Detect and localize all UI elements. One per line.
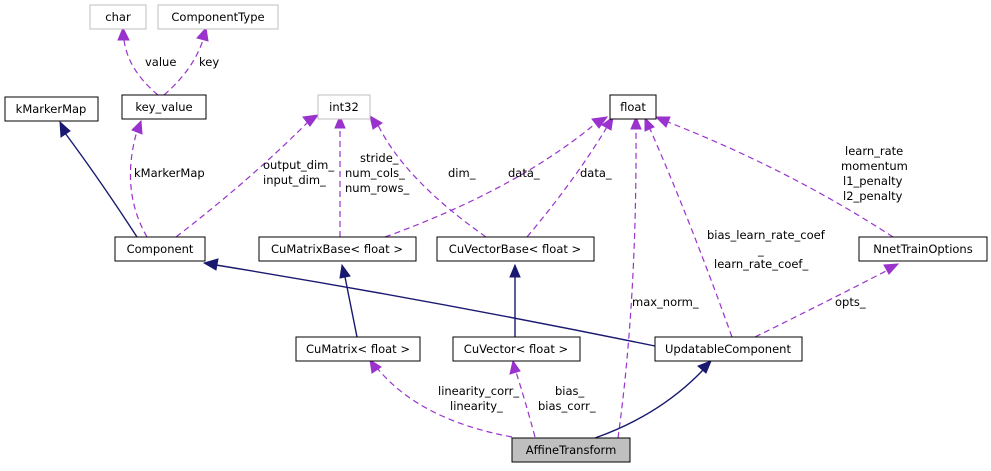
arrowhead-component <box>202 258 219 271</box>
node-component-label: Component <box>127 242 194 256</box>
edge-label-num-rows: num_rows_ <box>345 181 409 195</box>
arrowhead-updatablecomponent <box>697 360 712 374</box>
node-cumatrixbase-label: CuMatrixBase< float > <box>271 242 403 256</box>
arrowhead-float-updatablecomponent <box>644 116 655 132</box>
node-cumatrix[interactable]: CuMatrix< float > <box>295 336 421 362</box>
node-componenttype-label: ComponentType <box>171 10 264 24</box>
edge-label-learn-rate: learn_rate <box>845 144 903 158</box>
edge-cuvector-to-affinetransform <box>515 371 536 438</box>
edge-char-to-key-value <box>123 39 159 96</box>
edge-label-bias: bias_ <box>555 384 585 398</box>
edge-label-data-matrix: data_ <box>508 166 540 180</box>
edge-label-kmarkermap: kMarkerMap <box>134 166 205 180</box>
node-int32[interactable]: int32 <box>317 94 371 120</box>
arrowhead-kmarkermap <box>59 120 71 138</box>
arrowhead-float-nnettrainoptions <box>654 116 671 128</box>
edge-float-to-cuvectorbase <box>526 126 608 238</box>
arrowhead-int32-cuvectorbase <box>369 114 383 130</box>
node-nnettrainoptions[interactable]: NnetTrainOptions <box>858 236 988 262</box>
arrowhead-float-cuvectorbase <box>601 115 614 131</box>
edge-label-bias-corr: bias_corr_ <box>538 399 596 413</box>
node-cumatrixbase[interactable]: CuMatrixBase< float > <box>258 236 417 262</box>
edges <box>59 26 900 439</box>
node-key-value-label: key_value <box>135 100 192 114</box>
node-componenttype[interactable]: ComponentType <box>157 4 279 30</box>
edge-int32-to-component <box>175 121 309 238</box>
edge-kmarkermap-inherit <box>64 132 138 238</box>
edge-float-to-cumatrixbase <box>384 123 596 238</box>
edge-label-l1-penalty: l1_penalty <box>843 174 903 188</box>
edge-labels: value key kMarkerMap output_dim_ input_d… <box>134 55 908 413</box>
edge-label-opts: opts_ <box>835 295 866 309</box>
nodes: char ComponentType kMarkerMap key _value … <box>4 4 988 463</box>
edge-label-l2-penalty: l2_penalty <box>843 189 903 203</box>
edge-componenttype-to-key-value <box>163 39 204 96</box>
edge-nnettrainoptions-to-updatablecomponent <box>754 269 889 338</box>
node-cuvectorbase[interactable]: CuVectorBase< float > <box>436 236 595 262</box>
arrowhead-cuvectorbase <box>509 263 521 278</box>
edge-updatablecomponent-to-affinetransform <box>594 369 704 439</box>
edge-label-max-norm: max_norm_ <box>632 295 699 309</box>
edge-label-linearity: linearity_ <box>450 399 503 413</box>
arrowhead-float-cumatrixbase <box>591 116 609 129</box>
node-cuvector[interactable]: CuVector< float > <box>452 336 581 362</box>
edge-label-stride: stride_ <box>360 151 399 165</box>
arrowhead-key-value <box>131 119 143 135</box>
edge-label-momentum: momentum <box>841 159 908 173</box>
node-float[interactable]: float <box>609 94 657 120</box>
edge-float-to-affinetransform <box>617 128 637 439</box>
edge-label-linearity-corr: linearity_corr_ <box>438 384 519 398</box>
node-kmarkermap[interactable]: kMarkerMap <box>4 96 99 122</box>
edge-component-to-updatablecomponent <box>215 264 656 347</box>
arrowhead-int32-cumatrixbase <box>334 114 346 129</box>
node-affinetransform[interactable]: AffineTransform <box>511 437 631 463</box>
edge-int32-to-cuvectorbase <box>377 124 487 238</box>
edge-label-output-dim: output_dim_ <box>263 158 334 172</box>
node-char-label: char <box>105 10 131 24</box>
edge-key-value-to-component <box>129 130 148 238</box>
node-int32-label: int32 <box>329 100 359 114</box>
node-updatablecomponent-label: UpdatableComponent <box>665 342 791 356</box>
node-affinetransform-label: AffineTransform <box>526 443 617 457</box>
edge-label-data-vector: data_ <box>580 166 612 180</box>
arrowhead-cumatrix <box>369 358 382 374</box>
edge-label-dim: dim_ <box>448 166 476 180</box>
node-updatablecomponent[interactable]: UpdatableComponent <box>654 336 803 362</box>
arrowhead-float-affinetransform <box>630 115 642 130</box>
node-key-value[interactable]: key_value <box>121 94 207 120</box>
arrowhead-componenttype <box>196 26 209 42</box>
edge-label-num-cols: num_cols_ <box>345 166 405 180</box>
edge-label-bias-learn-rate-coef: bias_learn_rate_coef <box>707 228 826 242</box>
node-cumatrix-label: CuMatrix< float > <box>306 342 410 356</box>
node-nnettrainoptions-label: NnetTrainOptions <box>873 242 972 256</box>
edge-label-learn-rate-coef: learn_rate_coef_ <box>714 257 808 271</box>
node-char[interactable]: char <box>89 4 147 30</box>
arrowhead-char <box>117 26 130 41</box>
node-cuvector-label: CuVector< float > <box>464 342 568 356</box>
node-kmarkermap-label: kMarkerMap <box>16 102 87 116</box>
edge-float-to-nnettrainoptions <box>667 121 894 238</box>
edge-cumatrixbase-to-cumatrix <box>344 276 358 338</box>
edge-label-value: value <box>145 55 176 69</box>
arrowhead-cuvector <box>509 359 521 375</box>
node-cuvectorbase-label: CuVectorBase< float > <box>449 242 581 256</box>
edge-cumatrix-to-affinetransform <box>376 367 513 438</box>
node-component[interactable]: Component <box>114 236 206 262</box>
edge-label-key: key <box>199 55 219 69</box>
edge-label-input-dim: input_dim_ <box>263 173 326 187</box>
arrowhead-int32-component <box>302 114 320 127</box>
edge-label-underscore: _ <box>757 243 764 257</box>
arrowhead-nnettrainoptions <box>883 263 900 275</box>
arrowhead-cumatrixbase <box>339 263 351 279</box>
node-float-label: float <box>620 100 646 114</box>
